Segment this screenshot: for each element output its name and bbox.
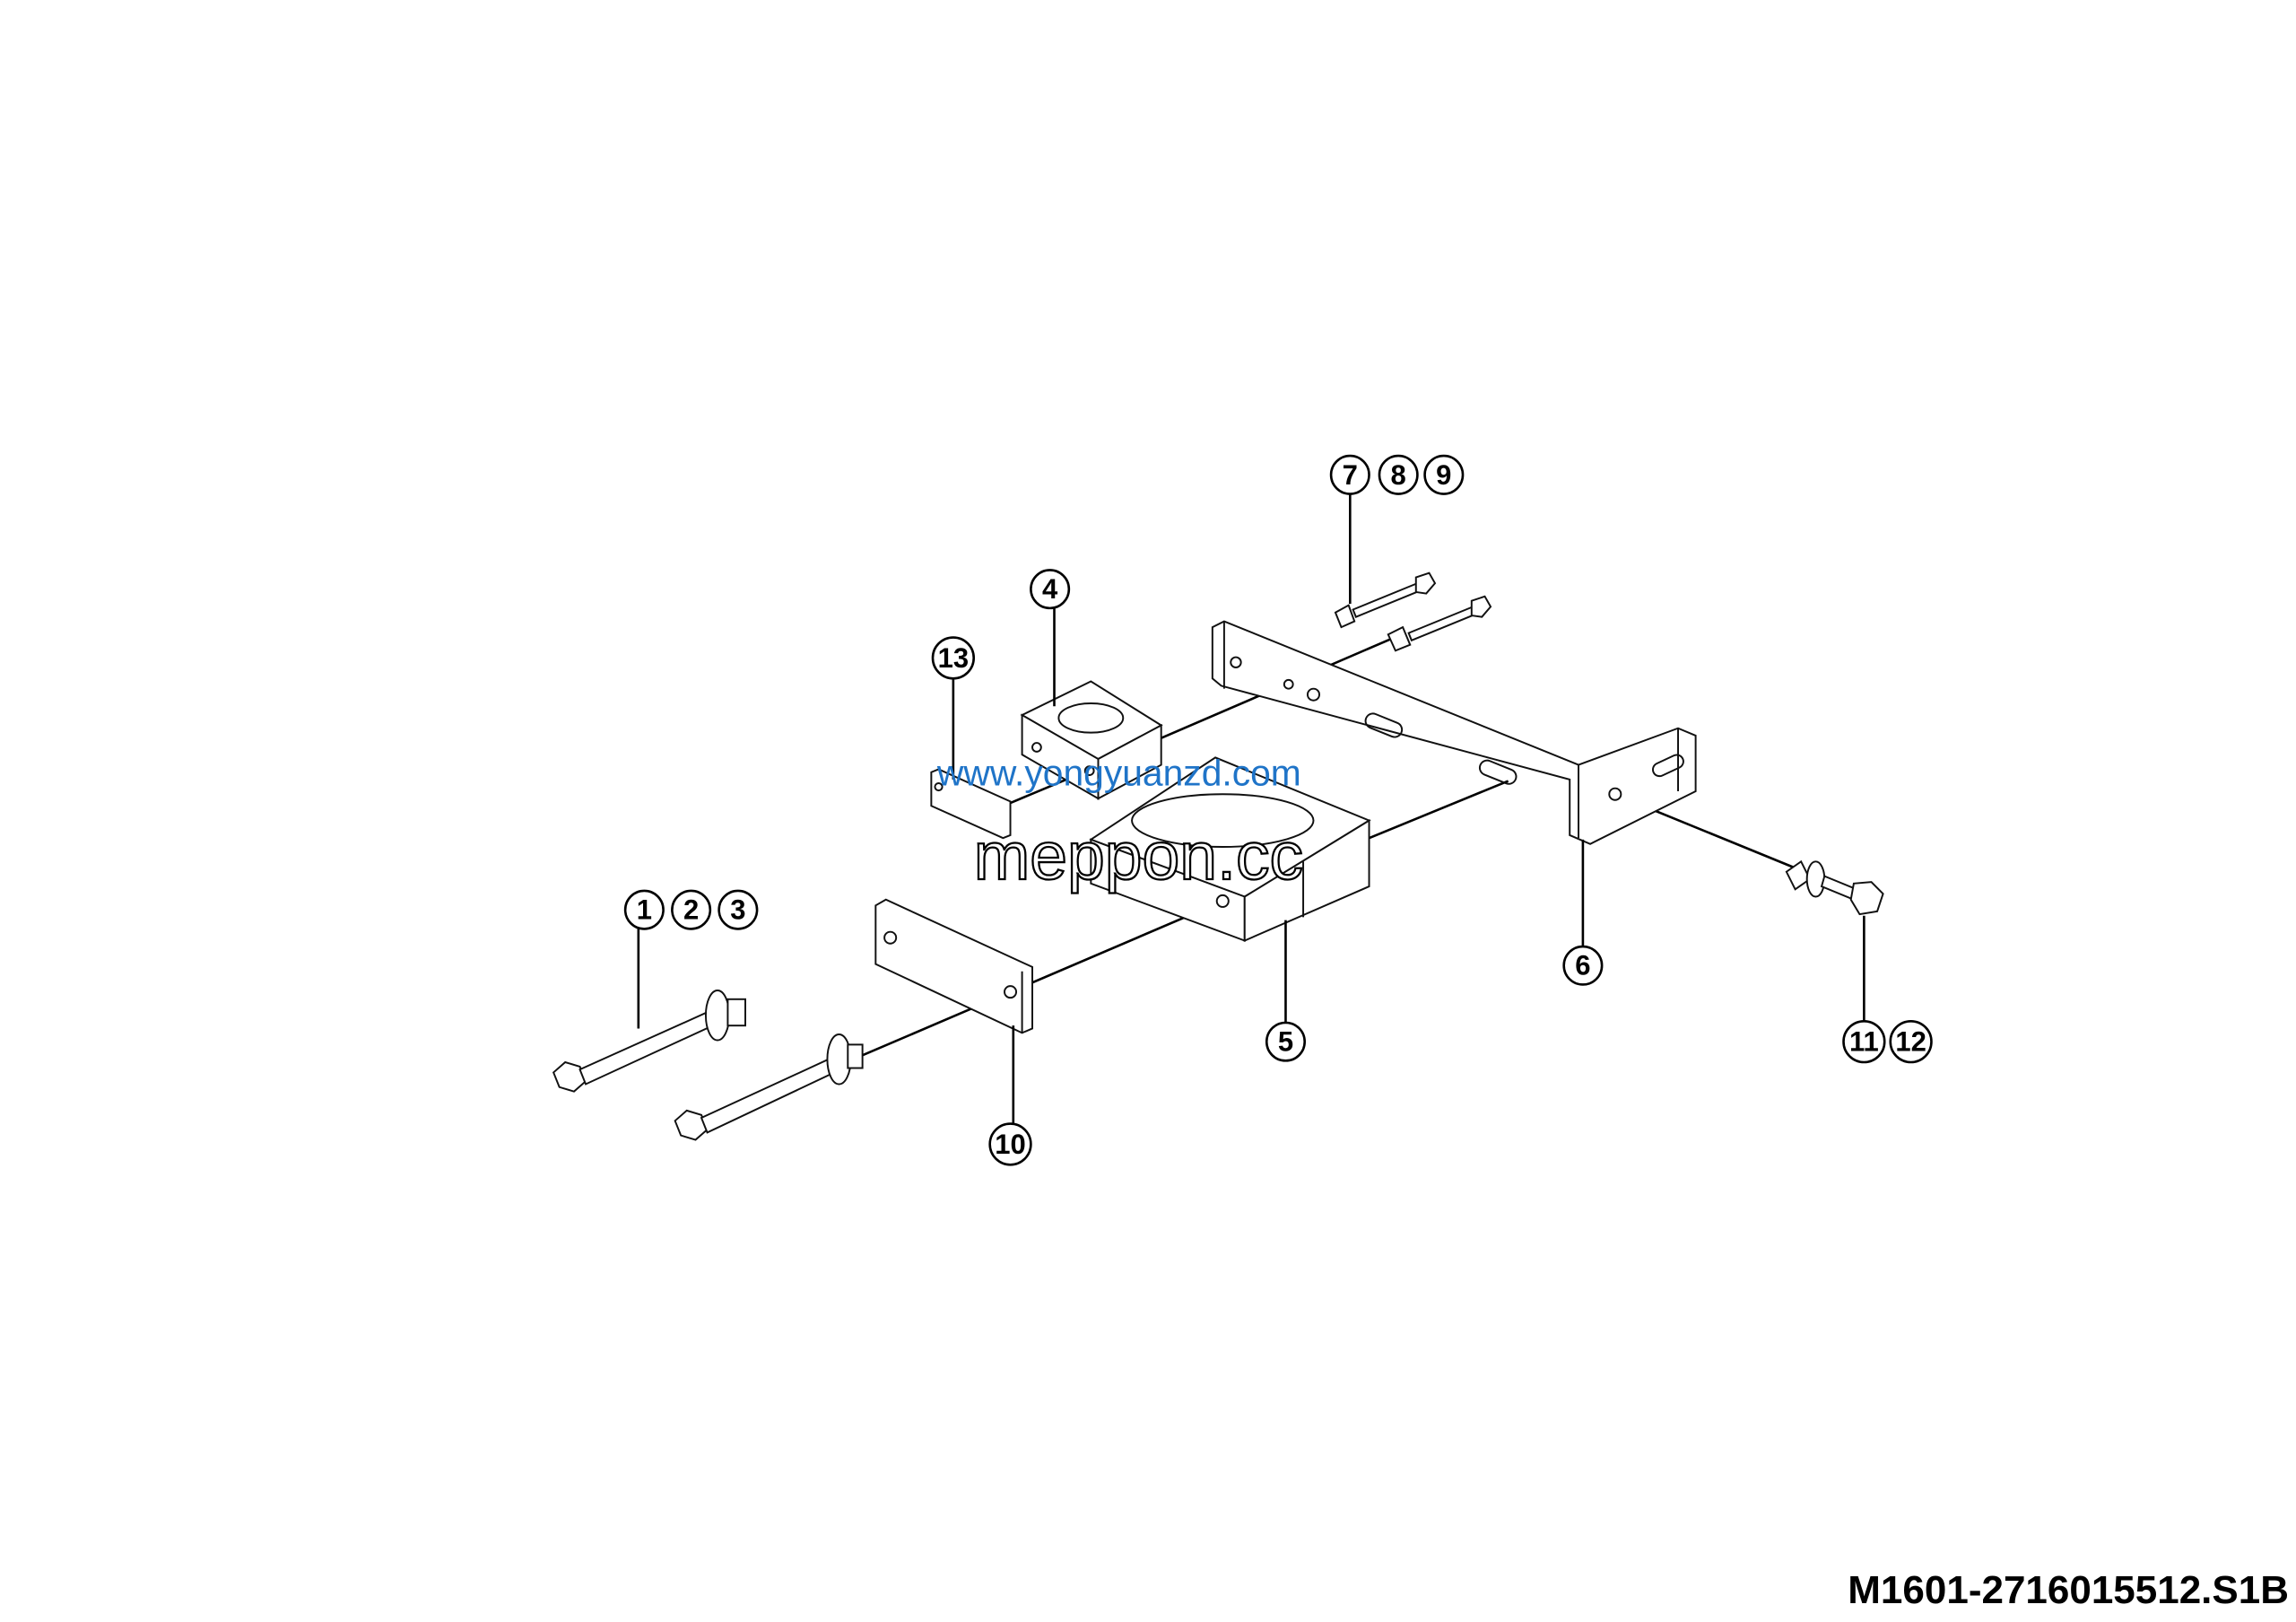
plate-part-13 [930,768,1012,840]
callout-9: 9 [1423,454,1465,495]
callout-11: 11 [1842,1019,1886,1064]
svg-text:3: 3 [730,894,745,926]
bolt-part-10-fastener [674,1033,864,1141]
callout-1: 1 [623,889,665,930]
callout-5: 5 [1265,1021,1307,1062]
clamp-block-part-5 [1089,756,1371,942]
watermark-meppon: meppon.cc [974,818,1303,894]
svg-text:12: 12 [1895,1026,1926,1058]
bolt-parts-11-12 [1785,859,1884,916]
svg-text:4: 4 [1042,573,1058,605]
svg-text:9: 9 [1436,459,1451,491]
svg-text:6: 6 [1575,950,1590,981]
svg-text:1: 1 [637,894,652,926]
svg-text:7: 7 [1343,459,1358,491]
drawing-code: M1601-2716015512.S1B [1848,1568,2289,1612]
callout-3: 3 [718,889,759,930]
callout-12: 12 [1889,1019,1933,1064]
svg-text:5: 5 [1278,1026,1293,1058]
watermark-yongyuanzd: www.yongyuanzd.com [936,752,1301,793]
callout-2: 2 [671,889,712,930]
callout-leaders [637,493,1866,1126]
callout-8: 8 [1378,454,1419,495]
callout-6: 6 [1562,945,1604,986]
svg-text:2: 2 [683,894,699,926]
callout-10: 10 [988,1122,1032,1166]
bracket-part-6 [1211,620,1697,845]
callout-4: 4 [1030,569,1071,610]
bolt-parts-7-8-9 [1334,571,1492,652]
bolt-parts-1-2-3 [552,990,747,1093]
plate-part-10 [874,898,1033,1034]
callout-13: 13 [931,636,976,680]
block-part-4 [1020,680,1163,800]
svg-text:8: 8 [1391,459,1406,491]
svg-text:10: 10 [995,1129,1026,1160]
svg-text:13: 13 [938,642,970,674]
callout-7: 7 [1329,454,1370,495]
svg-text:11: 11 [1849,1026,1879,1058]
